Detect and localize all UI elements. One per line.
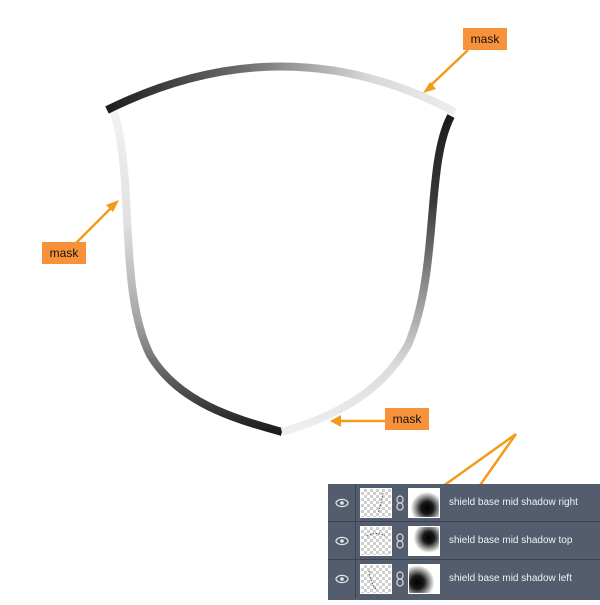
visibility-toggle[interactable]	[328, 560, 356, 598]
layer-row-shadow-top[interactable]: shield base mid shadow top	[328, 522, 600, 560]
layer-name[interactable]: shield base mid shadow left	[449, 573, 572, 584]
layer-name[interactable]: shield base mid shadow top	[449, 535, 573, 546]
mask-callout-bottom: mask	[385, 408, 429, 430]
mask-callout-top: mask	[463, 28, 507, 50]
layer-mask-thumbnail[interactable]	[408, 564, 440, 594]
mask-callout-left: mask	[42, 242, 86, 264]
layer-row-shadow-right[interactable]: shield base mid shadow right	[328, 484, 600, 522]
layer-mask-thumbnail[interactable]	[408, 526, 440, 556]
shield-right-edge	[280, 114, 455, 436]
visibility-toggle[interactable]	[328, 522, 356, 560]
mask-link-icon[interactable]	[395, 533, 405, 549]
layer-thumbnail[interactable]	[360, 526, 392, 556]
layer-row-shadow-left[interactable]: shield base mid shadow left	[328, 560, 600, 600]
layer-thumbnail[interactable]	[360, 564, 392, 594]
visibility-toggle[interactable]	[328, 484, 356, 522]
eye-icon	[334, 574, 349, 584]
layers-panel: shield base mid shadow right shield base…	[328, 484, 600, 600]
shield-top-edge	[105, 62, 457, 116]
mask-link-icon[interactable]	[395, 571, 405, 587]
shield-left-edge	[110, 110, 284, 436]
eye-icon	[334, 536, 349, 546]
mask-link-icon[interactable]	[395, 495, 405, 511]
eye-icon	[334, 498, 349, 508]
layer-mask-thumbnail[interactable]	[408, 488, 440, 518]
layer-name[interactable]: shield base mid shadow right	[449, 497, 578, 508]
layer-thumbnail[interactable]	[360, 488, 392, 518]
